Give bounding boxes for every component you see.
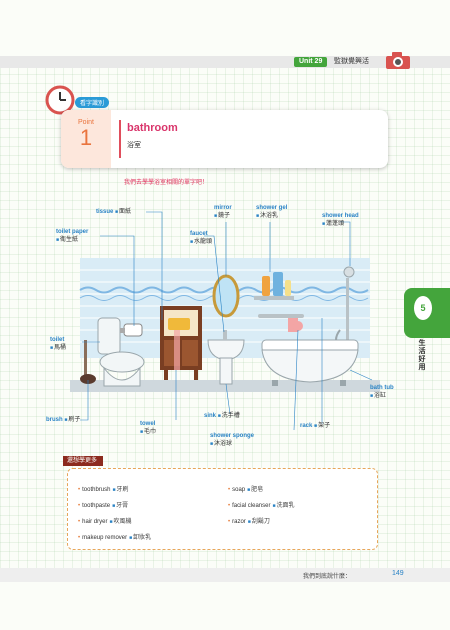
more-vocab-box [67, 468, 378, 550]
camera-icon [386, 52, 410, 69]
vocab-item: •toothpaste■牙膏 [78, 503, 129, 509]
more-badge: 還想學更多 [63, 456, 103, 466]
label-toilet-paper: toilet paper 衛生紙 [56, 228, 88, 244]
headword-zh: 浴室 [127, 142, 141, 149]
footer-text: 我們到底說什麼： [303, 574, 352, 580]
intro-text: 我們去學學浴室相關的單字吧！ [124, 180, 209, 186]
vocab-item: •soap■肥皂 [228, 487, 264, 493]
label-shower-gel: shower gel 沐浴乳 [256, 204, 287, 220]
header-band [0, 56, 450, 68]
label-bath-tub: bath tub 浴缸 [370, 384, 394, 400]
unit-badge: Unit 29 [294, 57, 328, 67]
page-number: 149 [392, 570, 404, 577]
unit-title: 監獄覺興活 [334, 58, 369, 65]
point-box: Point 1 [61, 110, 111, 168]
clock-icon [45, 85, 75, 115]
vocab-item: •razor■刮鬍刀 [228, 519, 270, 525]
label-rack: rack 架子 [300, 422, 330, 430]
vocab-item: •hair dryer■吹風機 [78, 519, 132, 525]
divider [119, 120, 121, 158]
point-word: Point [78, 119, 94, 126]
label-shower-sponge: shower sponge 沐浴球 [210, 432, 254, 448]
vocab-item: •makeup remover■卸妝乳 [78, 535, 152, 541]
label-toilet: toilet 馬桶 [50, 336, 66, 352]
section-tag: 看字識別 [75, 97, 110, 108]
chapter-caption: 生活好用 [418, 340, 426, 371]
footer-band [0, 568, 450, 582]
chapter-number: 5 [414, 296, 432, 320]
label-faucet: faucet 水龍頭 [190, 230, 212, 246]
point-number: 1 [79, 125, 93, 150]
vocab-item: •toothbrush■牙刷 [78, 487, 129, 493]
label-towel: towel 毛巾 [140, 420, 156, 436]
vocab-item: •facial cleanser■洗面乳 [228, 503, 295, 509]
label-tissue: tissue 面紙 [96, 208, 131, 216]
label-brush: brush 刷子 [46, 416, 80, 424]
point-card: Point 1 bathroom 浴室 [61, 110, 388, 168]
label-sink: sink 洗手槽 [204, 412, 240, 420]
label-mirror: mirror 鏡子 [214, 204, 232, 220]
headword-en: bathroom [127, 122, 178, 134]
label-shower-head: shower head 蓮蓬頭 [322, 212, 359, 228]
toilet-drawing [97, 317, 145, 387]
